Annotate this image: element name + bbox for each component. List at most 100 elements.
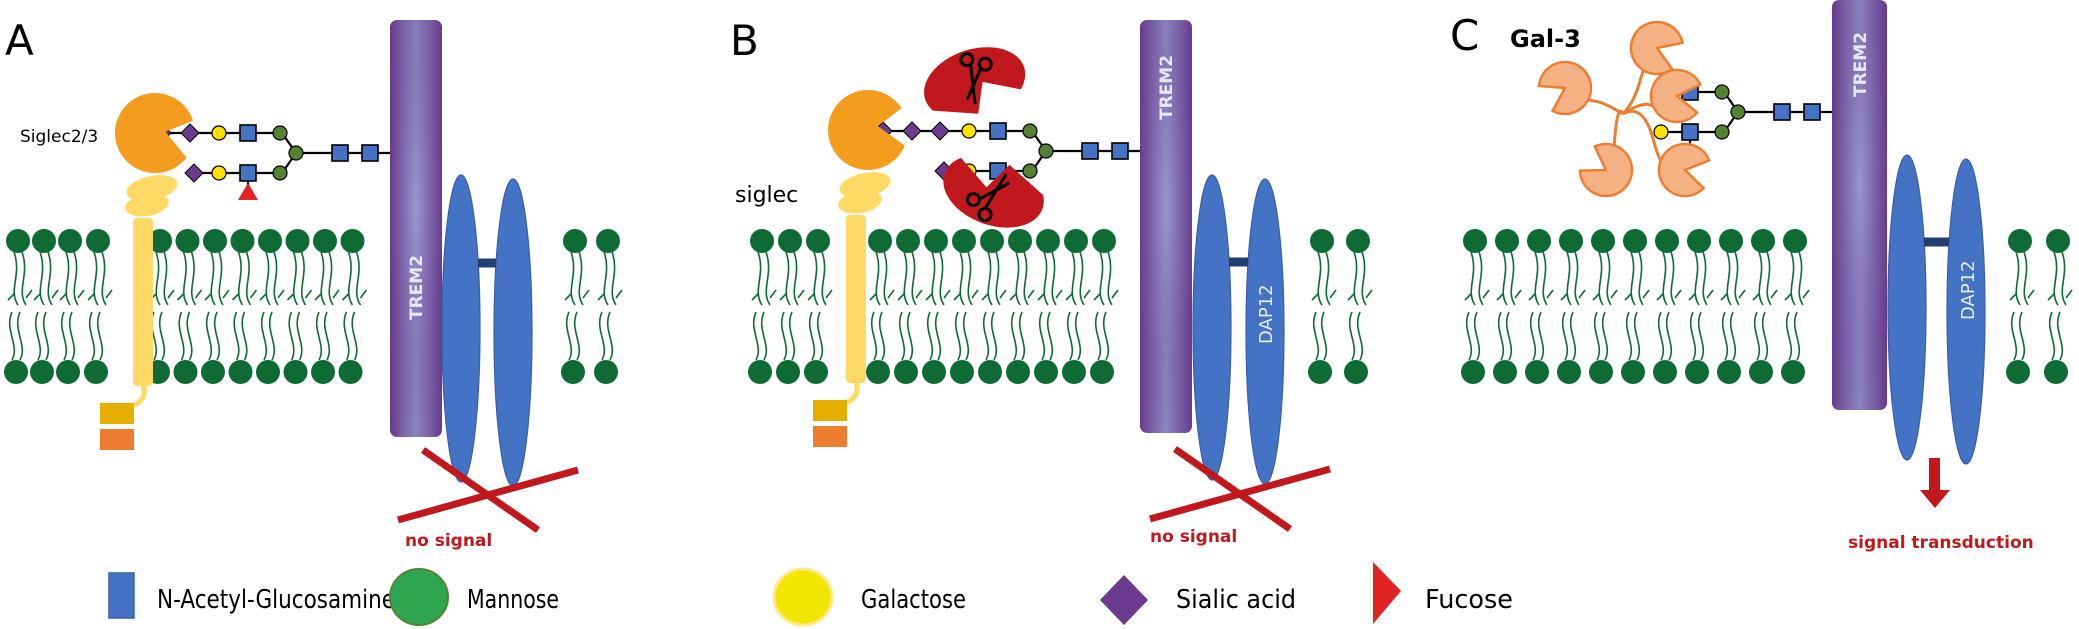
siglec-label: siglec: [735, 183, 798, 208]
siglec-domain: [126, 175, 178, 201]
lipid: [1062, 229, 1091, 384]
lipid-tail: [1601, 251, 1612, 361]
lipid: [950, 229, 979, 384]
lipid-head: [952, 229, 976, 253]
lipid-tail: [2018, 251, 2029, 361]
lipid-tail: [1046, 251, 1057, 361]
lipid-tail: [1729, 251, 1740, 361]
trem2-receptor-b-shade: [1140, 20, 1192, 433]
no-signal-label-b: no signal: [1150, 527, 1237, 547]
lipid-head: [596, 229, 620, 253]
glcnac-square: [1773, 103, 1791, 121]
lipid-head: [804, 360, 828, 384]
lipid-head: [1653, 360, 1677, 384]
lipid-head: [1781, 360, 1805, 384]
lipid-head: [1062, 360, 1086, 384]
scissors-blade: [978, 181, 1011, 201]
lipid-head: [980, 229, 1004, 253]
lipid-tail: [1065, 289, 1091, 301]
lipid-tail: [1537, 251, 1548, 361]
lipid-tail: [606, 251, 617, 361]
lipid-tail: [314, 289, 340, 301]
legend-mannose-label: Mannose: [467, 585, 559, 615]
lipid-head: [32, 229, 56, 253]
sialic-diamond: [184, 163, 204, 183]
lipid-head: [894, 360, 918, 384]
lipid: [922, 229, 951, 384]
lipid: [776, 229, 805, 384]
lipid-tail: [1464, 289, 1490, 301]
lipid-head: [1308, 360, 1332, 384]
dap12-b: [1192, 174, 1285, 485]
lipid-tail: [1347, 289, 1373, 301]
lipid-head: [950, 360, 974, 384]
lipid: [228, 229, 258, 384]
lipid-tail: [1497, 251, 1508, 361]
lipid-head: [978, 360, 1002, 384]
lipid: [1685, 229, 1714, 384]
lipid-tail: [1720, 289, 1746, 301]
mannose-circle: [1714, 124, 1730, 140]
lipid-head: [4, 360, 28, 384]
lipid-tail: [954, 251, 965, 361]
lipid-head: [922, 360, 946, 384]
lipid-tail: [259, 289, 285, 301]
lipid-tail: [42, 251, 53, 361]
lipid-tail: [1496, 289, 1522, 301]
lipid-head: [313, 229, 337, 253]
mannose-circle: [1022, 123, 1038, 139]
mannose-circle: [1714, 84, 1730, 100]
trem2-receptor-c-shade: [1832, 0, 1887, 410]
lipid-head: [256, 360, 280, 384]
lipid-head: [1527, 229, 1551, 253]
lipid-head: [2046, 229, 2070, 253]
lipid-head: [203, 229, 227, 253]
lipid-tail: [597, 289, 623, 301]
lipid-tail: [1320, 251, 1331, 361]
glcnac-square: [989, 122, 1007, 140]
lipid-head: [230, 229, 255, 253]
panel-b-letter: B: [730, 16, 759, 65]
galactose-circle: [211, 165, 227, 181]
scissors-handle: [977, 206, 993, 222]
lipid-tail: [1018, 251, 1029, 361]
lipid-head: [258, 229, 282, 253]
lipid-tail: [233, 251, 244, 361]
mannose-circle: [1730, 104, 1746, 120]
galactose-circle: [961, 123, 977, 139]
lipid-tail: [962, 251, 973, 361]
lipid-tail: [1784, 289, 1810, 301]
lipid-head: [1495, 229, 1519, 253]
lipid-head: [868, 229, 892, 253]
lipid-tail: [788, 251, 799, 361]
lipid-head: [1346, 229, 1370, 253]
lipid: [1461, 229, 1490, 384]
lipid: [1344, 229, 1373, 384]
lipid-head: [338, 360, 363, 384]
lipid-tail: [816, 251, 827, 361]
lipid-head: [1525, 360, 1549, 384]
x-stroke: [1149, 465, 1331, 523]
galectin-crd: [1537, 60, 1593, 116]
lipid-head: [228, 360, 253, 384]
lipid: [1589, 229, 1618, 384]
lipid-tail: [1066, 251, 1077, 361]
lipid-tail: [1094, 251, 1105, 361]
lipid-tail: [1697, 251, 1708, 361]
lipid-tail: [897, 289, 923, 301]
galectin-crd: [1578, 142, 1634, 198]
lipid-tail: [926, 251, 937, 361]
lipid: [173, 229, 203, 384]
lipid: [748, 229, 777, 384]
lipid-head: [340, 229, 365, 253]
lipid-tail: [751, 289, 777, 301]
lipid-tail: [7, 289, 33, 301]
lipid: [1034, 229, 1063, 384]
lipid: [894, 229, 923, 384]
dap12-chain: [441, 174, 481, 483]
lipid-tail: [88, 251, 99, 361]
legend-fucose-label: Fucose: [1425, 585, 1513, 615]
siglec-domain: [125, 193, 169, 217]
neuraminidase-bottom: [943, 157, 1044, 228]
legend-mannose-swatch: [389, 568, 449, 626]
